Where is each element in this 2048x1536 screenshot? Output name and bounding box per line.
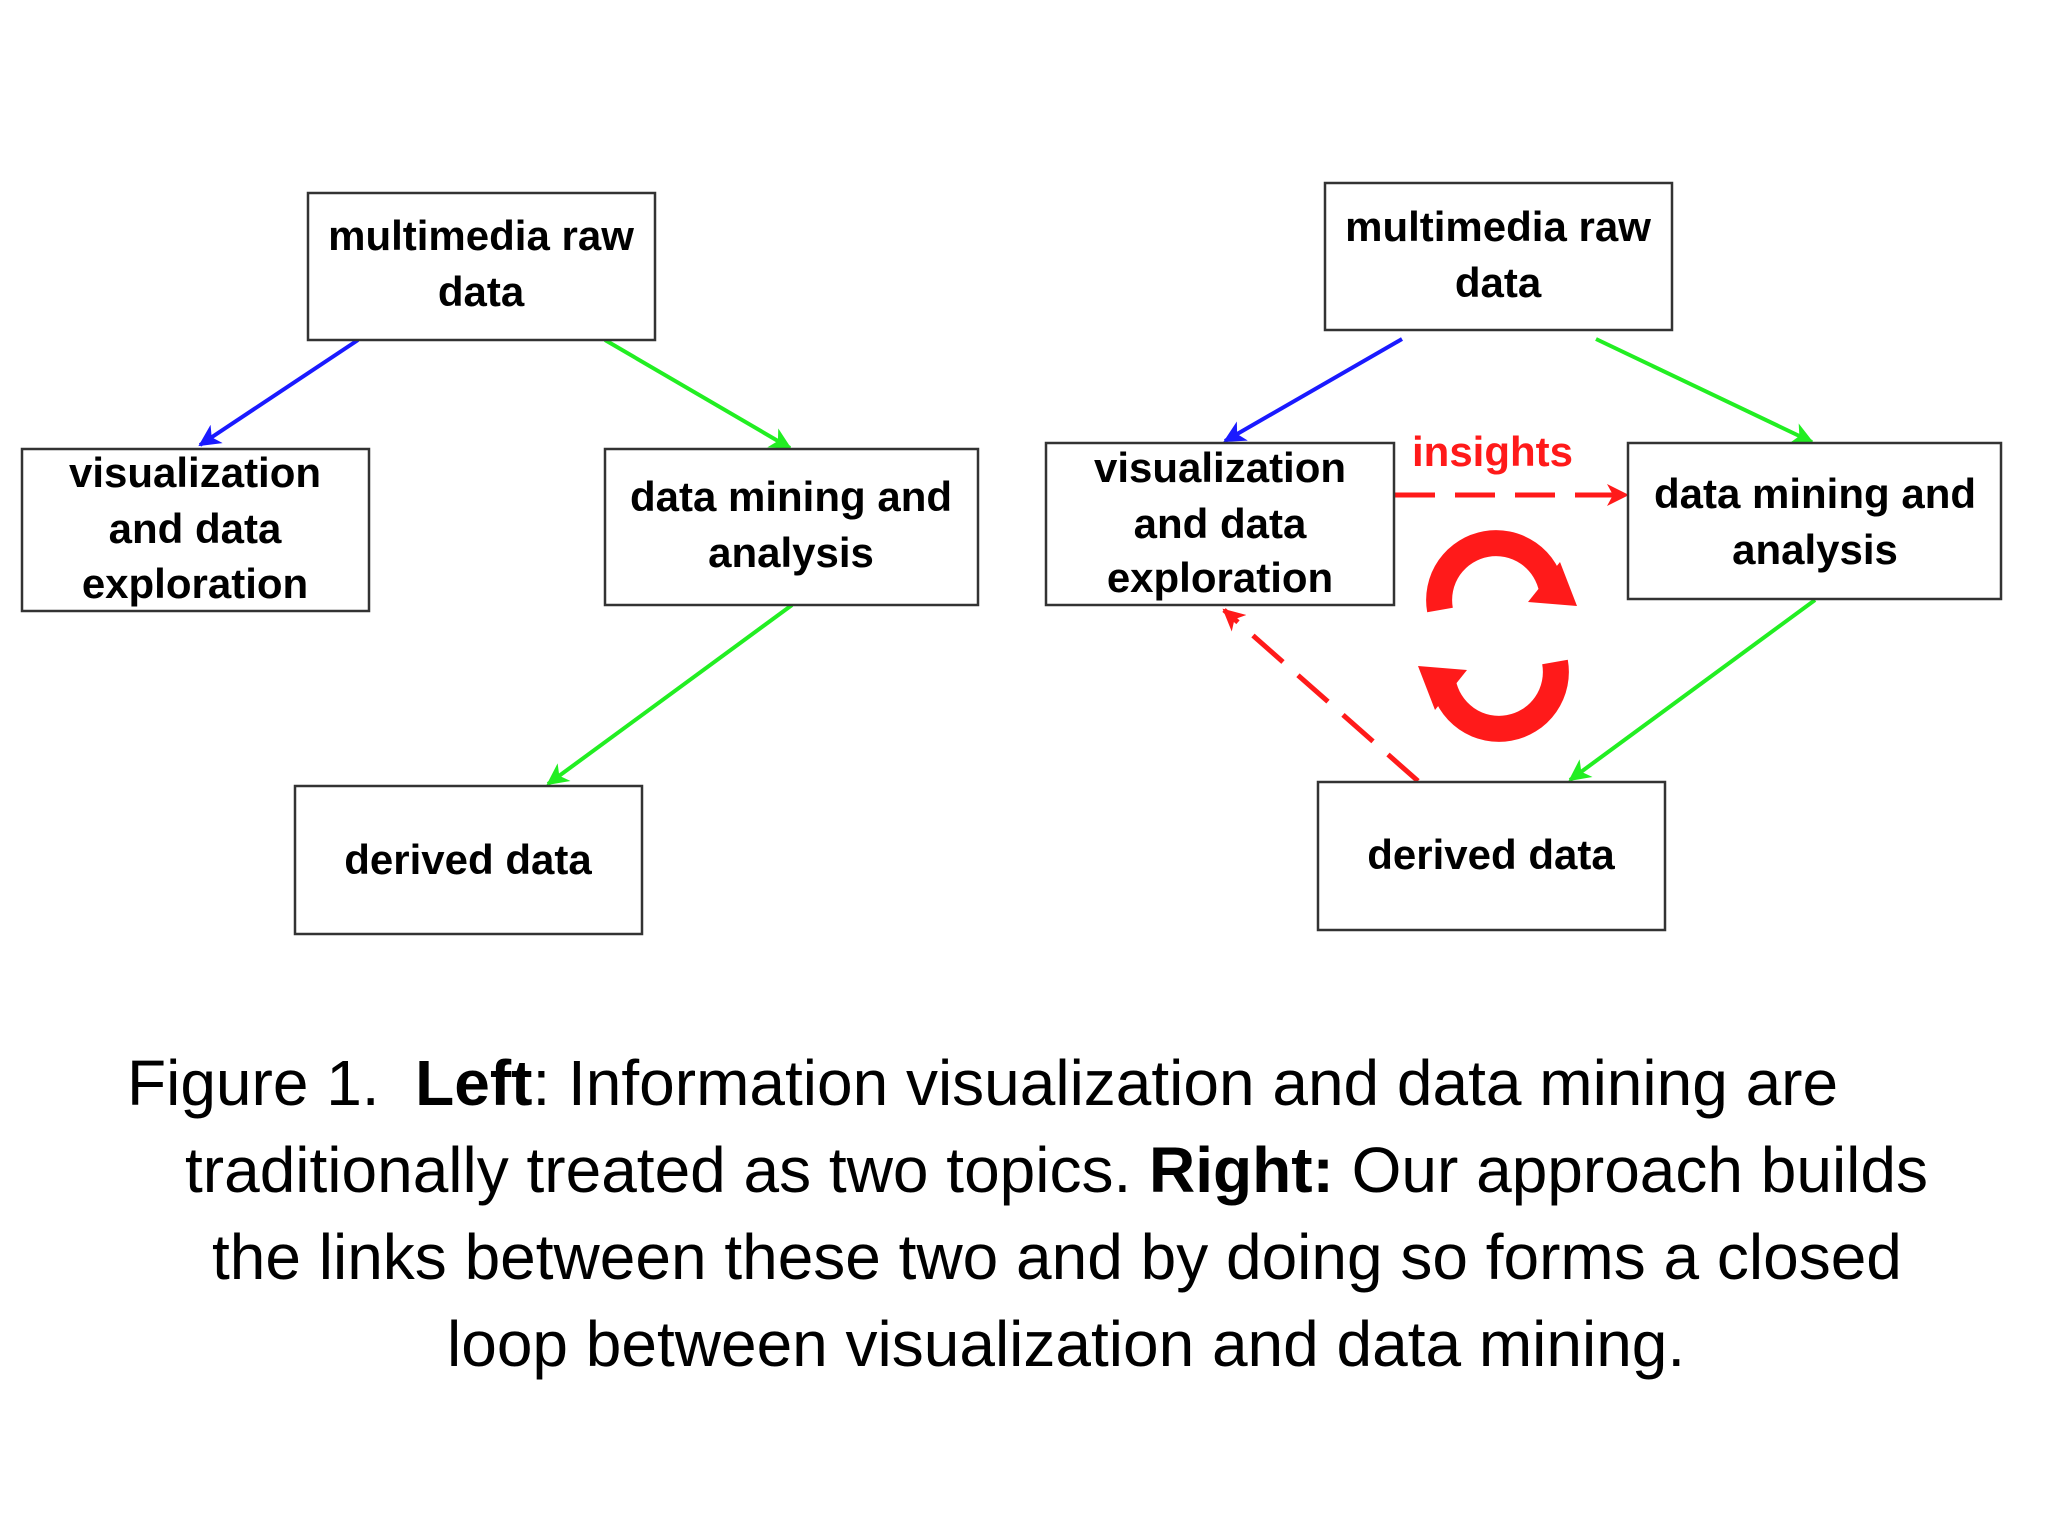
right-data-mining-box: data mining and analysis [1626, 441, 2003, 601]
left-mining-line-1: data mining and [630, 473, 952, 520]
right-raw-line-1: multimedia raw [1345, 203, 1651, 250]
left-raw-data-box: multimedia raw data [306, 191, 657, 342]
right-arrow-raw-to-mining [1595, 337, 1814, 444]
left-arrow-raw-to-vis [198, 338, 360, 447]
left-vis-line-2: and data [109, 505, 282, 552]
right-vis-line-2: and data [1134, 500, 1307, 547]
right-derived-data-box: derived data [1316, 780, 1667, 932]
left-diagram: multimedia raw data visualization and da… [20, 191, 980, 936]
right-derived-line-1: derived data [1367, 831, 1615, 878]
caption-line-2-text: traditionally treated as two topics. [185, 1134, 1150, 1206]
caption-line-1: Figure 1. Left: Information visualizatio… [110, 1040, 2010, 1127]
caption-line-2-rest: Our approach builds [1333, 1134, 1928, 1206]
right-arrow-mining-to-derived [1568, 598, 1817, 782]
left-arrow-raw-to-mining [603, 338, 792, 450]
right-vis-line-3: exploration [1107, 554, 1333, 601]
left-derived-data-box: derived data [293, 784, 644, 936]
right-visualization-box: visualization and data exploration [1044, 441, 1396, 607]
left-visualization-box: visualization and data exploration [20, 447, 371, 613]
cycle-arrows-icon [1418, 530, 1577, 742]
caption-left-label: Left [415, 1047, 533, 1119]
left-vis-line-3: exploration [82, 560, 308, 607]
insights-label: insights [1412, 428, 1573, 475]
left-data-mining-box: data mining and analysis [603, 447, 980, 607]
right-diagram: insights multimedia raw data visualizati… [1044, 181, 2003, 932]
figure-caption: Figure 1. Left: Information visualizatio… [110, 1040, 2010, 1388]
caption-right-label: Right: [1149, 1134, 1334, 1206]
caption-line-2: traditionally treated as two topics. Rig… [110, 1127, 2010, 1214]
caption-figure-number: Figure 1. [127, 1047, 416, 1119]
right-mining-line-2: analysis [1732, 526, 1898, 573]
caption-line-4: loop between visualization and data mini… [447, 1308, 1686, 1380]
left-vis-line-1: visualization [69, 449, 321, 496]
right-vis-line-1: visualization [1094, 444, 1346, 491]
right-raw-data-box: multimedia raw data [1323, 181, 1674, 332]
right-arrow-raw-to-vis [1223, 337, 1403, 443]
caption-line-1-text: : Information visualization and data min… [532, 1047, 1839, 1119]
caption-line-3: the links between these two and by doing… [212, 1221, 1902, 1293]
left-raw-line-1: multimedia raw [328, 212, 634, 259]
feedback-arrow [1222, 608, 1420, 783]
right-mining-line-1: data mining and [1654, 470, 1976, 517]
left-arrow-mining-to-derived [546, 603, 794, 786]
left-derived-line-1: derived data [344, 836, 592, 883]
left-mining-line-2: analysis [708, 529, 874, 576]
left-raw-line-2: data [438, 268, 525, 315]
right-raw-line-2: data [1455, 259, 1542, 306]
